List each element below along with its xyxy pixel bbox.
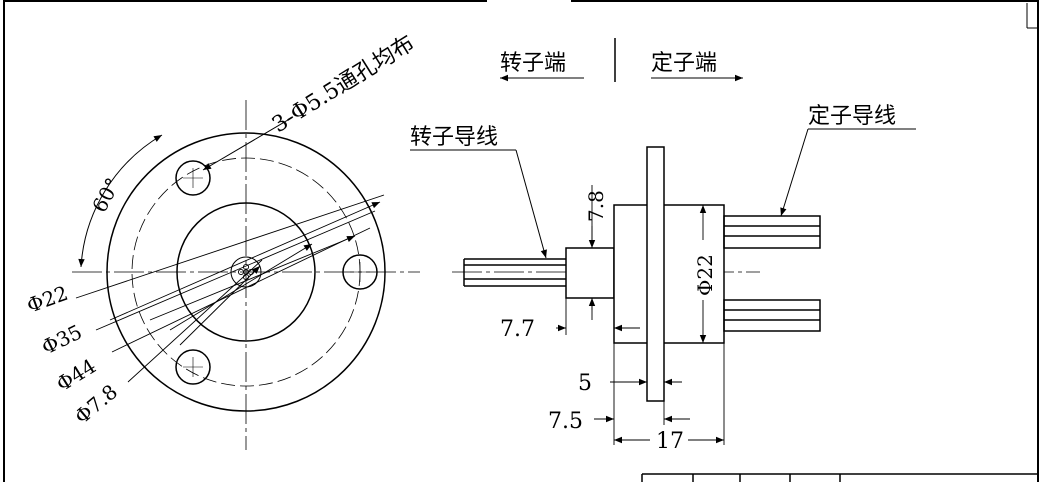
flange-outline <box>106 132 386 412</box>
housing-body <box>613 204 725 344</box>
rotor-wire-leader <box>515 149 547 259</box>
dim-flange-thk-label: 5 <box>578 371 592 396</box>
housing-outline <box>176 202 316 342</box>
dim-flange-pos-label: 7.5 <box>548 409 583 434</box>
dia-leaders <box>75 194 385 383</box>
dia-35-label: Φ35 <box>38 320 86 360</box>
rotor-wires <box>463 258 566 287</box>
angle-arc <box>78 134 163 268</box>
stator-wire-leader <box>780 128 809 217</box>
drawing-border <box>3 0 1039 482</box>
dim-shaft-len <box>556 298 640 343</box>
dim-shaft-dia-label: 7.8 <box>584 190 608 222</box>
stator-wires <box>723 215 821 332</box>
bolt-hole-centerlines <box>183 168 370 377</box>
front-view: 60° 3-Φ5.5通孔均布 Φ22 Φ35 Φ44 Φ7.8 <box>24 31 420 450</box>
dim-shaft-len-label: 7.7 <box>500 317 535 342</box>
rotor-shaft <box>565 247 615 299</box>
angle-label: 60° <box>87 174 125 217</box>
dim-flange-thk <box>610 378 682 401</box>
bolt-holes <box>175 160 378 385</box>
hole-spec-label: 3-Φ5.5通孔均布 <box>268 31 419 138</box>
stator-wire-label: 定子导线 <box>808 104 896 129</box>
side-view: 转子端 定子端 转子导线 定子导线 <box>410 38 916 454</box>
dim-body-len-label: 17 <box>656 429 684 454</box>
dim-flange-pos <box>594 343 725 445</box>
flange-plate <box>646 146 665 402</box>
dim-body-dia-label: Φ22 <box>693 254 717 296</box>
dia-22-label: Φ22 <box>24 281 72 318</box>
title-block <box>641 473 1038 482</box>
stator-end-label: 定子端 <box>651 51 717 76</box>
hole-spec-leader <box>202 116 294 171</box>
rotor-end-label: 转子端 <box>500 51 566 76</box>
rotor-wire-label: 转子导线 <box>410 125 498 150</box>
